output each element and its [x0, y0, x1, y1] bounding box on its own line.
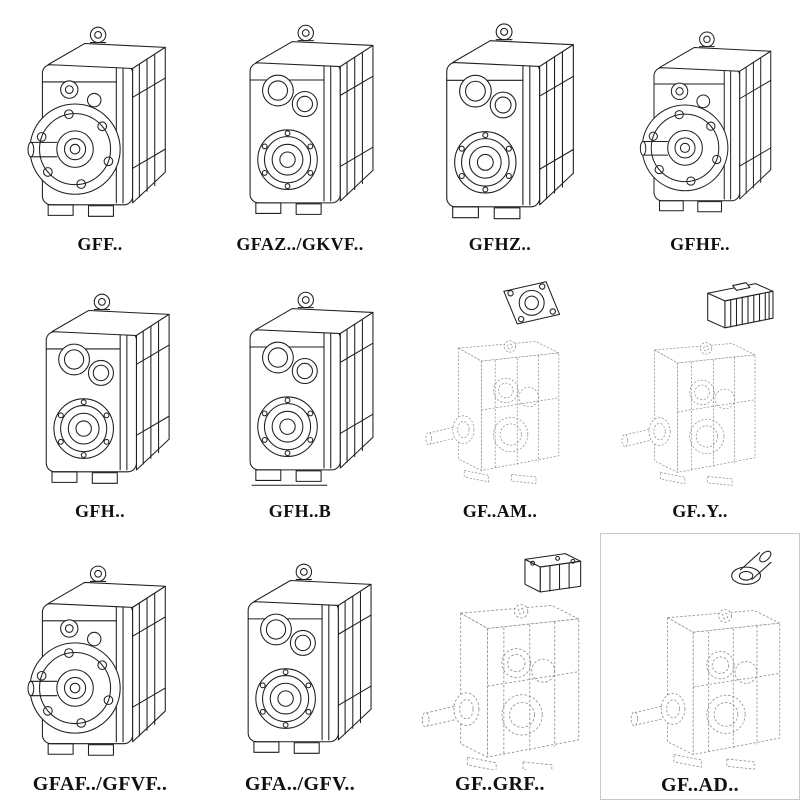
catalog-cell-gf-y: GF..Y.. [600, 267, 800, 534]
catalog-cell-gfh-b: GFH..B [200, 267, 400, 534]
variant-label: GFA../GFV.. [244, 773, 356, 795]
ghost-housing-drawing [425, 339, 560, 484]
catalog-cell-gfaz-gkvf: GFAZ../GKVF.. [200, 0, 400, 267]
variant-label: GF..GRF.. [455, 773, 545, 795]
gearbox-flange-output-icon [639, 31, 772, 213]
housing-drawing [249, 291, 374, 486]
input-shaft-attachment [731, 548, 774, 585]
variant-label: GF..Y.. [672, 500, 728, 521]
catalog-cell-gfh: GFH.. [0, 267, 200, 534]
variant-label: GF..AM.. [462, 500, 538, 521]
catalog-cell-gfhf: GFHF.. [600, 0, 800, 267]
housing-drawing [639, 31, 772, 213]
housing-drawing [446, 23, 574, 220]
variant-label: GFAF../GFVF.. [32, 773, 168, 795]
hollow-shaft-gearbox-icon [249, 24, 374, 215]
catalog-cell-gfaf-gfvf: GFAF../GFVF.. [0, 533, 200, 800]
gearbox-flange-output-icon [27, 565, 166, 756]
catalog-cell-gf-am: GF..AM.. [400, 267, 600, 534]
gearbox-flange-output-icon [27, 26, 166, 217]
catalog-cell-gf-grf: GF..GRF.. [400, 533, 600, 800]
catalog-cell-gff: GFF.. [0, 0, 200, 267]
hollow-shaft-gearbox-icon [45, 293, 170, 484]
variant-label: GFHF.. [670, 234, 730, 254]
ghost-housing-drawing [421, 604, 580, 770]
motor-attachment [707, 281, 774, 328]
hollow-shaft-gearbox-icon [247, 563, 372, 754]
hollow-shaft-gearbox-base-icon [249, 291, 374, 486]
gearbox-iec-adapter-icon [425, 280, 561, 484]
catalog-cell-gfa-gfv: GFA../GFV.. [200, 533, 400, 800]
housing-drawing [45, 293, 170, 484]
ghost-housing-drawing [630, 609, 781, 770]
gearbox-with-motor-icon [621, 281, 774, 486]
catalog-cell-gfhz: GFHZ.. [400, 0, 600, 267]
variant-label: GFH..B [268, 500, 332, 521]
gearbox-input-shaft-icon [630, 548, 781, 770]
variant-label: GFHZ.. [468, 234, 532, 254]
variant-label: GFAZ../GKVF.. [236, 234, 364, 254]
housing-drawing [27, 26, 166, 217]
variant-label: GFH.. [75, 500, 125, 521]
housing-drawing [249, 24, 374, 215]
hollow-shaft-gearbox-icon [446, 23, 574, 220]
gearbox-with-cover-icon [421, 553, 582, 770]
iec-flange-attachment [503, 280, 561, 324]
variant-label: GF..AD.. [660, 774, 740, 796]
cover-attachment [524, 553, 582, 593]
housing-drawing [247, 563, 372, 754]
ghost-housing-drawing [621, 341, 756, 486]
catalog-cell-gf-ad: GF..AD.. [600, 533, 800, 800]
housing-drawing [27, 565, 166, 756]
variant-label: GFF.. [77, 234, 123, 254]
